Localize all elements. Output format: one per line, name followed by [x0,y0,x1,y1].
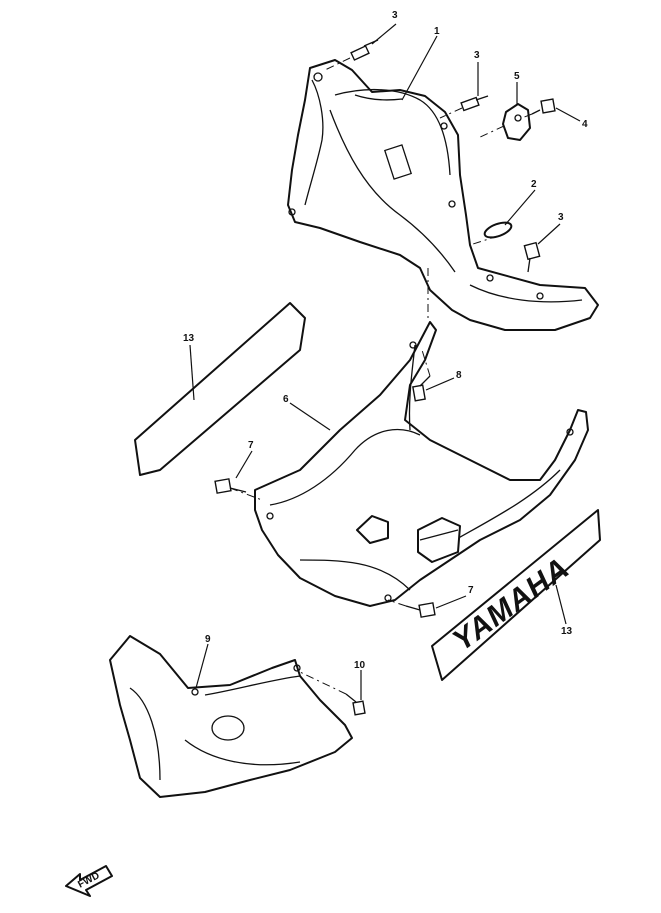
callout-2: 2 [531,179,537,190]
part-2-grommet [483,221,513,239]
bolt-8 [412,375,431,402]
callout-9: 9 [205,634,211,645]
leader-13a [189,344,195,401]
callout-4: 4 [582,119,588,130]
leader-1 [401,35,438,101]
callout-8: 8 [456,370,462,381]
callout-6: 6 [283,394,289,405]
alignment-line-screw10 [299,671,347,695]
callout-3-mid: 3 [474,50,480,61]
alignment-line-bolt8 [421,349,431,377]
callout-13-right: 13 [561,626,573,637]
callout-7-left: 7 [248,440,254,451]
yamaha-emblem-text: YAMAHA [447,551,576,657]
leader-4 [555,107,581,122]
leader-2 [504,189,536,226]
callout-1: 1 [434,26,440,37]
leader-3a [371,23,397,45]
leader-8 [425,377,455,391]
bolt-3-mid [460,95,489,112]
bolt-7-left [214,478,247,494]
bolt-4-clip [531,98,556,115]
callout-5: 5 [514,71,520,82]
bolt-7-right [405,602,436,618]
callout-3-right: 3 [558,212,564,223]
callout-10: 10 [354,660,366,671]
part-5-bracket [502,103,531,141]
part-1-leg-shield [287,59,599,331]
alignment-line-bolt7-left [229,487,263,501]
leader-9 [195,643,209,689]
part-9-lower-cover [109,635,353,798]
leader-7a [235,450,253,479]
leader-3c [537,223,561,245]
alignment-line-bracket [477,125,505,139]
alignment-line-bolt3-top [324,57,351,71]
screw-10 [345,693,366,716]
callout-3-top: 3 [392,10,398,21]
part-6-floor-panel [254,321,589,607]
bolt-3-right [523,241,541,273]
leader-7b [435,595,467,609]
callout-7-right: 7 [468,585,474,596]
leader-6 [289,402,331,431]
alignment-line-bolt7-right [387,599,407,607]
alignment-line-bolt3-mid [439,107,463,119]
callout-13-left: 13 [183,333,195,344]
leader-13b [555,584,567,625]
alignment-line-clip4 [521,113,533,119]
alignment-line-grommet [469,235,499,246]
forward-direction-arrow: FWD [65,865,113,897]
part-13-strip-left [134,302,306,476]
